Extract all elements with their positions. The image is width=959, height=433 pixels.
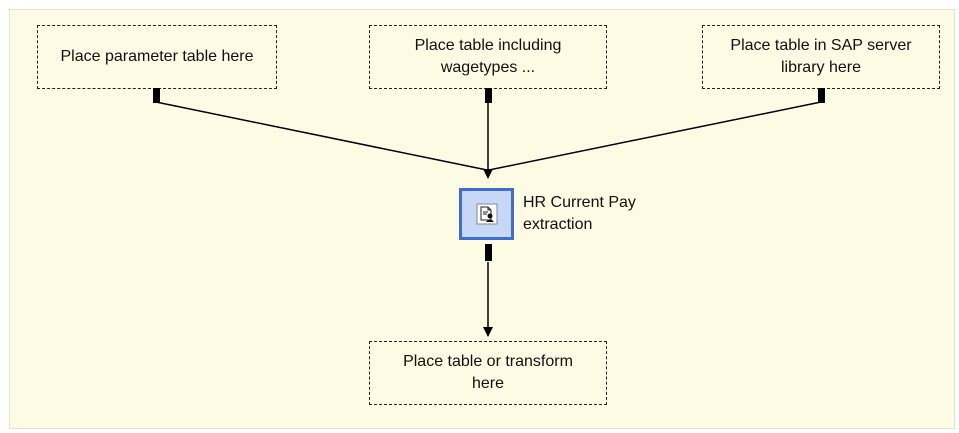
wagetypes-table-output-port[interactable] [485, 88, 492, 103]
sap-library-table-placeholder[interactable]: Place table in SAP server library here [702, 25, 940, 89]
parameter-table-output-port[interactable] [153, 88, 160, 103]
connector-parameter-to-step[interactable] [155, 101, 488, 171]
wagetypes-table-placeholder[interactable]: Place table including wagetypes ... [369, 25, 607, 89]
connector-sap-library-to-step[interactable] [488, 101, 822, 171]
hr-current-pay-extraction-step[interactable] [459, 188, 514, 240]
output-table-placeholder[interactable]: Place table or transform here [369, 341, 607, 405]
parameter-table-placeholder[interactable]: Place parameter table here [37, 25, 277, 89]
step-output-port[interactable] [485, 244, 492, 261]
step-label: HR Current Pay extraction [523, 194, 636, 233]
sap-library-table-output-port[interactable] [818, 88, 825, 103]
document-extraction-icon [476, 203, 498, 225]
